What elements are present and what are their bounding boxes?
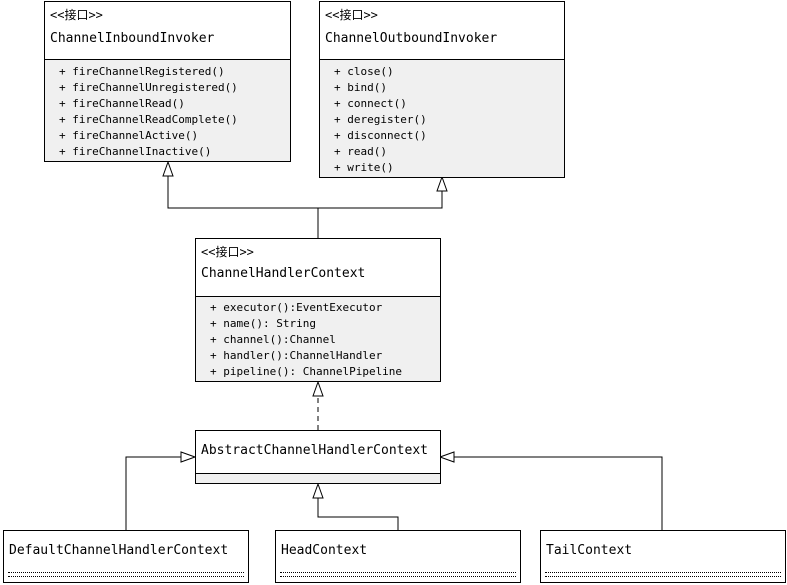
class-methods	[196, 474, 440, 483]
inbound-generalization-arrow	[162, 160, 174, 177]
abstract-channel-handler-context-class[interactable]: AbstractChannelHandlerContext	[195, 430, 441, 484]
channel-inbound-invoker-class[interactable]: <<接口>> ChannelInboundInvoker + fireChann…	[44, 1, 291, 162]
class-header: <<接口>> ChannelInboundInvoker	[45, 2, 290, 60]
class-methods: + fireChannelRegistered() + fireChannelUn…	[45, 60, 290, 161]
method-item: + fireChannelRead()	[59, 97, 185, 110]
method-item: + read()	[334, 145, 387, 158]
stereotype-label: <<接口>>	[50, 8, 103, 22]
tail-to-abstract-line	[454, 456, 663, 530]
class-name: AbstractChannelHandlerContext	[201, 443, 428, 458]
method-item: + disconnect()	[334, 129, 427, 142]
class-name: ChannelOutboundInvoker	[325, 31, 498, 46]
channel-handler-context-class[interactable]: <<接口>> ChannelHandlerContext + executor(…	[195, 238, 441, 382]
default-to-abstract-line	[125, 456, 181, 530]
attribute-divider	[280, 572, 516, 573]
class-name: ChannelHandlerContext	[201, 266, 366, 281]
class-name: TailContext	[546, 543, 633, 558]
method-item: + pipeline(): ChannelPipeline	[210, 365, 403, 378]
attribute-divider	[545, 572, 781, 573]
operation-divider	[280, 576, 516, 577]
realization-arrow	[312, 380, 324, 397]
method-item: + write()	[334, 161, 394, 174]
method-item: + fireChannelActive()	[59, 129, 199, 142]
channel-outbound-invoker-class[interactable]: <<接口>> ChannelOutboundInvoker + close()+…	[319, 1, 565, 178]
stereotype-label: <<接口>>	[201, 245, 254, 259]
method-list: + executor():EventExecutor + name(): Stri…	[210, 300, 402, 380]
class-header: DefaultChannelHandlerContext	[4, 531, 248, 571]
class-header: AbstractChannelHandlerContext	[196, 431, 440, 474]
method-item: + fireChannelRegistered()	[59, 65, 225, 78]
class-name: HeadContext	[281, 543, 368, 558]
method-item: + bind()	[334, 81, 387, 94]
class-name: ChannelInboundInvoker	[50, 31, 215, 46]
tail-context-class[interactable]: TailContext	[540, 530, 786, 583]
head-generalization-arrow	[312, 482, 324, 499]
class-header: HeadContext	[276, 531, 520, 571]
class-header: <<接口>> ChannelOutboundInvoker	[320, 2, 564, 60]
method-item: + close()	[334, 65, 394, 78]
class-methods: + close() + bind() + connect() + deregister…	[320, 60, 564, 177]
method-list: + fireChannelRegistered() + fireChannelUn…	[59, 64, 238, 160]
head-context-class[interactable]: HeadContext	[275, 530, 521, 583]
method-list: + close() + bind() + connect() + deregister…	[334, 64, 427, 176]
method-item: + handler():ChannelHandler	[210, 349, 383, 362]
default-generalization-arrow	[180, 451, 197, 463]
class-header: <<接口>> ChannelHandlerContext	[196, 239, 440, 297]
method-item: + deregister()	[334, 113, 427, 126]
context-to-outbound-line	[318, 191, 443, 209]
class-header: TailContext	[541, 531, 785, 571]
head-to-abstract-line	[317, 498, 399, 530]
outbound-generalization-arrow	[436, 175, 448, 192]
method-item: + executor():EventExecutor	[210, 301, 383, 314]
method-item: + connect()	[334, 97, 407, 110]
method-item: + fireChannelUnregistered()	[59, 81, 238, 94]
tail-generalization-arrow	[438, 451, 455, 463]
method-item: + channel():Channel	[210, 333, 336, 346]
class-methods: + executor():EventExecutor + name(): Stri…	[196, 297, 440, 381]
context-to-inbound-line	[167, 176, 319, 238]
operation-divider	[545, 576, 781, 577]
attribute-divider	[8, 572, 244, 573]
method-item: + fireChannelReadComplete()	[59, 113, 238, 126]
class-name: DefaultChannelHandlerContext	[9, 543, 229, 558]
operation-divider	[8, 576, 244, 577]
default-channel-handler-context-class[interactable]: DefaultChannelHandlerContext	[3, 530, 249, 583]
method-item: + name(): String	[210, 317, 316, 330]
stereotype-label: <<接口>>	[325, 8, 378, 22]
method-item: + fireChannelInactive()	[59, 145, 212, 158]
